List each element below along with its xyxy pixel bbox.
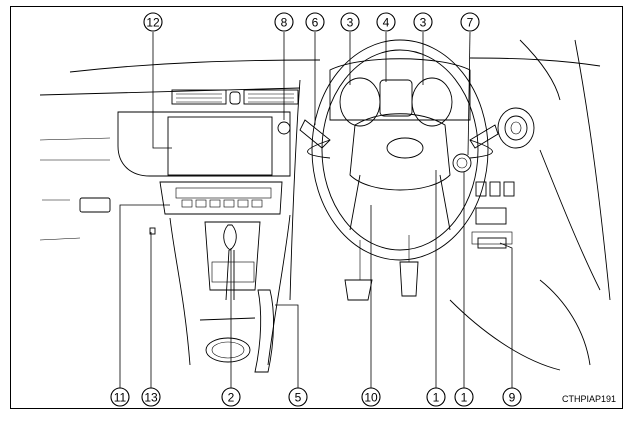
callout-number: 1 [461,391,468,405]
climate-panel [159,181,283,215]
figure-border [10,6,623,409]
callout-circle [413,12,433,32]
hood-release [477,237,507,249]
callout-number: 7 [467,16,474,30]
callout-circle [426,387,446,407]
callout-number: 8 [281,16,288,30]
display-panel [117,111,291,177]
callout-c13: 13 [141,387,161,407]
callout-c4: 4 [376,12,396,32]
callout-c3a: 3 [340,12,360,32]
callout-circle [110,387,130,407]
callout-c5: 5 [288,387,308,407]
pedals [344,235,419,301]
callout-circle [376,12,396,32]
callout-circle [340,12,360,32]
callout-c6: 6 [305,12,325,32]
callout-c8: 8 [274,12,294,32]
callout-number: 3 [347,16,354,30]
callout-circle [454,387,474,407]
callout-number: 5 [295,391,302,405]
callout-number: 4 [383,16,390,30]
hazard-button [277,121,291,135]
callout-c2: 2 [221,387,241,407]
callout-number: 12 [146,16,160,30]
callout-number: 13 [144,391,158,405]
callout-c1b: 1 [454,387,474,407]
dashboard-drawing [39,39,611,373]
callout-c12: 12 [143,12,163,32]
engine-switch [452,153,472,173]
callout-circle [305,12,325,32]
center-vents [171,89,299,105]
right-vent [497,107,535,149]
gauges [339,77,453,127]
callout-circle [361,387,381,407]
callout-number: 10 [364,391,378,405]
callout-c10: 10 [361,387,381,407]
callout-number: 1 [433,391,440,405]
callout-circle [221,387,241,407]
callout-circle [502,387,522,407]
callout-circle [141,387,161,407]
callout-c11: 11 [110,387,130,407]
callout-circle [274,12,294,32]
steering-wheel [307,39,493,261]
callout-number: 11 [114,391,127,405]
callout-circle [143,12,163,32]
center-console [169,214,291,373]
callout-number: 2 [228,391,235,405]
callout-number: 3 [420,16,427,30]
callout-c3b: 3 [413,12,433,32]
callout-circle [288,387,308,407]
right-switches [471,181,515,245]
figure-code: CTHPIAP191 [562,394,616,404]
callout-c7: 7 [460,12,480,32]
callout-number: 9 [509,391,516,405]
callout-number: 6 [312,16,319,30]
callout-c1a: 1 [426,387,446,407]
callout-circle [460,12,480,32]
callout-c9: 9 [502,387,522,407]
leader-lines [119,31,513,388]
